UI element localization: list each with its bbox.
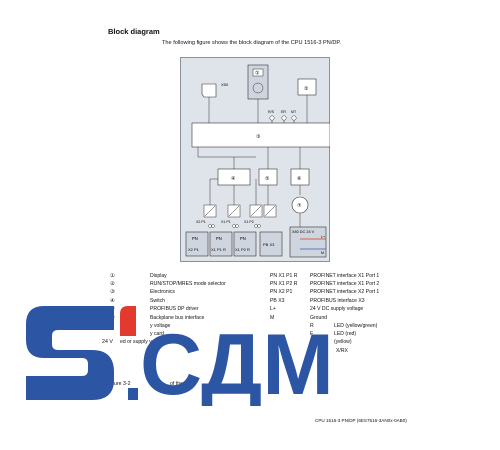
legend-num: ③ bbox=[110, 289, 115, 295]
led-mt bbox=[291, 115, 297, 121]
legend-text: X/RX bbox=[336, 348, 348, 354]
legend-num: 24 V bbox=[102, 339, 113, 345]
num-4: ④ bbox=[231, 176, 236, 182]
legend-text: Display bbox=[150, 273, 167, 279]
display-keypad bbox=[252, 82, 264, 94]
legend-text: Electronics bbox=[150, 289, 175, 295]
legend-code: PN X1 P2 R bbox=[270, 281, 298, 287]
intro-text: The following figure shows the block dia… bbox=[162, 40, 341, 46]
legend-code: M bbox=[270, 339, 275, 345]
logo-letters: СДМ bbox=[140, 317, 334, 406]
lplus-label: L+ bbox=[321, 235, 325, 239]
port-tag-3: X1 P2 bbox=[244, 220, 254, 224]
legend-num: ② bbox=[110, 281, 115, 287]
num-6: ⑥ bbox=[297, 176, 302, 182]
legend-code: PN X2 P1 bbox=[270, 289, 293, 295]
num-7: ⑦ bbox=[297, 203, 302, 209]
led-mt-label: MT bbox=[291, 110, 297, 114]
legend-code: M bbox=[270, 315, 275, 321]
x50-label: X50 bbox=[221, 82, 229, 87]
port-box-x1p2 bbox=[233, 231, 257, 257]
port-label-3: X1 P2 R bbox=[235, 247, 250, 252]
port-label-1: X2 P1 bbox=[188, 247, 200, 252]
figure-caption-tail: of the C bbox=[170, 381, 189, 387]
logo-s-shape bbox=[26, 306, 114, 400]
port-box-x1p1 bbox=[209, 231, 233, 257]
legend-code: PB X3 bbox=[270, 298, 285, 304]
logo-red-mark bbox=[120, 306, 136, 336]
page-footer: CPU 1516-3 PN/DP (6ES7516-3AN0x-0AB0) bbox=[315, 418, 407, 423]
port-box-x2p1 bbox=[185, 231, 209, 257]
port-tag-1: X2 P1 bbox=[196, 220, 206, 224]
legend-code: X bbox=[270, 365, 274, 371]
port-tag-2: X1 P1 bbox=[221, 220, 231, 224]
legend-text: PROFINET interface X2 Port 1 bbox=[310, 289, 380, 295]
port-box-pb bbox=[259, 231, 283, 257]
port-label-2: X1 P1 R bbox=[211, 247, 226, 252]
legend-text: 24 V DC supply voltage bbox=[310, 306, 364, 312]
memory-card-slot bbox=[201, 83, 217, 98]
x80-label: X80 DC 24 V bbox=[292, 230, 315, 234]
legend-code: X bbox=[270, 356, 274, 362]
legend-text: LED (yellow/green) bbox=[334, 323, 378, 329]
legend-text: LED (red) bbox=[334, 331, 357, 337]
legend-text: y card bbox=[150, 331, 164, 337]
x80-connector bbox=[289, 226, 327, 258]
legend-text: y voltage bbox=[150, 323, 171, 329]
legend-text: PROFINET interface X1 Port 1 bbox=[310, 273, 380, 279]
legend-text: PROFIBUS interface X3 bbox=[310, 298, 365, 304]
legend-text: Ground bbox=[310, 315, 327, 321]
led-rs bbox=[269, 115, 275, 121]
backplane-interface-box bbox=[290, 168, 310, 186]
pn-label-2: PN bbox=[216, 236, 222, 241]
legend-code: X bbox=[270, 348, 274, 354]
legend-num: ① bbox=[110, 273, 115, 279]
legend-text: PROFINET interface X1 Port 2 bbox=[310, 281, 380, 287]
led-rs-label: R/S bbox=[268, 110, 275, 114]
legend-text: Backplane bus interface bbox=[150, 315, 205, 321]
legend-text: ed or supply voltage bbox=[120, 339, 166, 345]
pn-label-3: PN bbox=[240, 236, 246, 241]
pb-label: PB X3 bbox=[263, 242, 275, 247]
legend-num: ④ bbox=[110, 298, 115, 304]
section-heading: Block diagram bbox=[108, 27, 160, 36]
block-diagram: ① X50 ② R/S ER MT ③ ④ ⑤ ⑥ bbox=[180, 57, 330, 262]
switch-box bbox=[217, 168, 251, 186]
led-er bbox=[281, 115, 287, 121]
num-1: ① bbox=[255, 71, 260, 77]
figure-caption: igure 3-2 bbox=[110, 381, 131, 387]
m-label: M bbox=[321, 251, 324, 255]
led-er-label: ER bbox=[281, 110, 286, 114]
sdm-logo-watermark: СДМ bbox=[26, 306, 334, 406]
num-3: ③ bbox=[256, 134, 261, 140]
num-2: ② bbox=[304, 86, 309, 92]
legend-code: E bbox=[310, 331, 314, 337]
num-5: ⑤ bbox=[265, 176, 270, 182]
legend-code: L+ bbox=[270, 306, 276, 312]
legend-text: RUN/STOP/MRES mode selector bbox=[150, 281, 226, 287]
legend-code: PN X1 P1 R bbox=[270, 273, 298, 279]
legend-code: R bbox=[310, 323, 314, 329]
legend-text: PROFIBUS DP driver bbox=[150, 306, 199, 312]
display-screen bbox=[252, 68, 264, 77]
legend-text: Switch bbox=[150, 298, 166, 304]
legend-text: (yellow) bbox=[334, 339, 352, 345]
pn-label-1: PN bbox=[192, 236, 198, 241]
electronics-box bbox=[191, 122, 330, 148]
profibus-driver-box bbox=[258, 168, 278, 186]
